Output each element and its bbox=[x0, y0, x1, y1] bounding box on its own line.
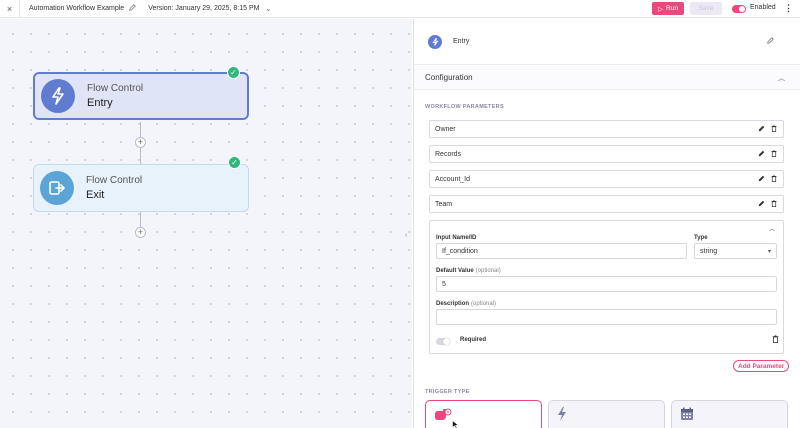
enabled-label: Enabled bbox=[750, 4, 776, 11]
param-name: Owner bbox=[435, 125, 456, 133]
check-icon: ✓ bbox=[228, 156, 241, 169]
param-row-team[interactable]: Team bbox=[429, 195, 784, 213]
panel-header: Entry bbox=[414, 19, 800, 65]
edit-icon[interactable] bbox=[767, 37, 774, 46]
workflow-title: Automation Workflow Example bbox=[29, 5, 125, 12]
trash-icon[interactable] bbox=[771, 150, 777, 159]
edit-icon[interactable] bbox=[758, 150, 765, 159]
close-icon[interactable]: × bbox=[0, 0, 20, 18]
trash-icon[interactable] bbox=[771, 125, 777, 134]
more-options-icon[interactable]: ⋮ bbox=[784, 3, 793, 13]
configuration-title: Configuration bbox=[425, 73, 473, 82]
save-button[interactable]: Save bbox=[690, 2, 722, 15]
param-name: Account_Id bbox=[435, 175, 471, 183]
exit-icon bbox=[40, 171, 74, 205]
event-trigger-icon bbox=[557, 407, 567, 423]
lightning-icon bbox=[41, 79, 75, 113]
trash-icon[interactable] bbox=[772, 335, 779, 345]
chevron-down-icon[interactable]: ⌄ bbox=[265, 5, 272, 13]
optional-hint: (optional) bbox=[475, 268, 501, 274]
add-parameter-button[interactable]: Add Parameter bbox=[733, 360, 790, 372]
param-row-account-id[interactable]: Account_Id bbox=[429, 170, 784, 188]
exit-node[interactable]: Flow Control Exit bbox=[33, 164, 249, 212]
workflow-canvas[interactable]: Flow Control Entry ✓ + Flow Control Exit… bbox=[0, 19, 412, 428]
check-icon: ✓ bbox=[227, 66, 240, 79]
trigger-card-event[interactable] bbox=[548, 400, 665, 428]
entry-node[interactable]: Flow Control Entry bbox=[33, 72, 249, 120]
param-row-owner[interactable]: Owner bbox=[429, 120, 784, 138]
collapse-panel-icon[interactable]: ‹ bbox=[405, 232, 408, 239]
schedule-trigger-icon bbox=[680, 407, 694, 423]
node-kind: Flow Control bbox=[87, 83, 144, 94]
param-editor: ︿ Input Name/ID If_condition Type string… bbox=[429, 220, 784, 354]
edit-icon[interactable] bbox=[758, 200, 765, 209]
trigger-card-schedule[interactable] bbox=[671, 400, 788, 428]
top-bar: × Automation Workflow Example Version: J… bbox=[0, 0, 800, 18]
node-kind: Flow Control bbox=[86, 175, 143, 186]
lightning-icon bbox=[428, 34, 442, 49]
mouse-cursor-icon bbox=[452, 419, 459, 428]
chevron-up-icon[interactable]: ︿ bbox=[778, 75, 785, 82]
manual-trigger-icon bbox=[434, 407, 452, 423]
config-panel: Entry Configuration ︿ WORKFLOW PARAMETER… bbox=[413, 19, 800, 428]
required-toggle[interactable] bbox=[436, 338, 450, 345]
chevron-up-icon[interactable]: ︿ bbox=[768, 227, 775, 233]
edit-title-icon[interactable] bbox=[129, 4, 136, 13]
edit-icon[interactable] bbox=[758, 125, 765, 134]
version-selector-label[interactable]: Version: January 29, 2025, 8:15 PM bbox=[148, 5, 260, 12]
required-label: Required bbox=[460, 337, 487, 343]
trigger-card-manual[interactable] bbox=[425, 400, 542, 428]
input-name-field[interactable]: If_condition bbox=[436, 243, 687, 259]
description-field[interactable] bbox=[436, 309, 777, 325]
type-select-value: string bbox=[700, 247, 718, 255]
type-select[interactable]: string ▾ bbox=[694, 243, 777, 259]
node-name: Entry bbox=[87, 97, 113, 109]
run-button-label: Run bbox=[666, 5, 678, 12]
chevron-down-icon: ▾ bbox=[767, 249, 771, 255]
type-label: Type bbox=[694, 235, 708, 241]
workflow-parameters-label: WORKFLOW PARAMETERS bbox=[425, 104, 504, 110]
default-value-field[interactable]: 5 bbox=[436, 276, 777, 292]
node-name: Exit bbox=[86, 189, 105, 201]
trigger-type-label: TRIGGER TYPE bbox=[425, 389, 470, 395]
add-step-button[interactable]: + bbox=[135, 227, 146, 238]
input-name-label: Input Name/ID bbox=[436, 235, 477, 241]
enabled-toggle[interactable] bbox=[732, 5, 746, 13]
connector-line bbox=[140, 212, 141, 229]
description-label-text: Description bbox=[436, 301, 470, 307]
default-value-label: Default Value(optional) bbox=[436, 268, 501, 274]
optional-hint: (optional) bbox=[471, 301, 497, 307]
description-label: Description(optional) bbox=[436, 301, 496, 307]
play-icon: ▷ bbox=[658, 5, 664, 13]
trash-icon[interactable] bbox=[771, 200, 777, 209]
panel-title: Entry bbox=[453, 38, 470, 45]
edit-icon[interactable] bbox=[758, 175, 765, 184]
param-name: Team bbox=[435, 200, 453, 208]
run-button[interactable]: ▷ Run bbox=[652, 2, 684, 15]
param-row-records[interactable]: Records bbox=[429, 145, 784, 163]
add-step-button[interactable]: + bbox=[135, 137, 146, 148]
default-value-label-text: Default Value bbox=[436, 268, 474, 274]
configuration-section-header[interactable]: Configuration ︿ bbox=[414, 66, 800, 90]
param-name: Records bbox=[435, 150, 462, 158]
trash-icon[interactable] bbox=[771, 175, 777, 184]
